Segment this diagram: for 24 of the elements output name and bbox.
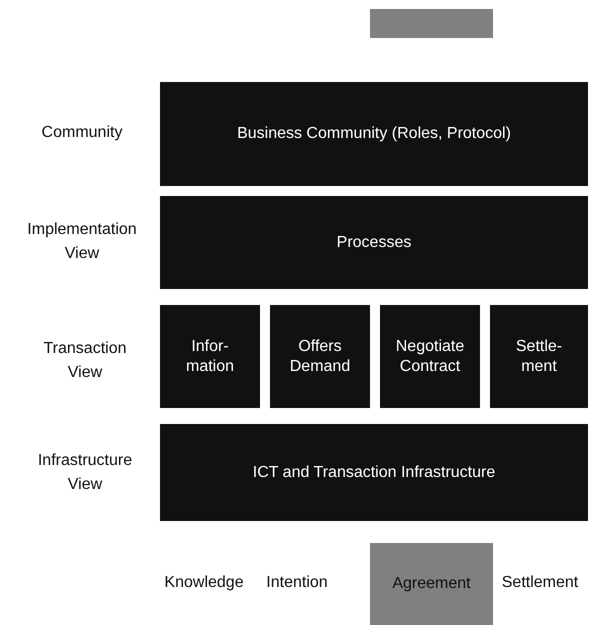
layer-box bbox=[160, 196, 588, 289]
layer-box bbox=[490, 305, 588, 408]
empty-box bbox=[370, 9, 493, 38]
box-label: ICT and Transaction Infrastructure bbox=[252, 462, 496, 482]
box-label: Negotiate Contract bbox=[394, 336, 466, 376]
layer-box bbox=[160, 305, 260, 408]
layer-box bbox=[160, 424, 588, 521]
box-label: Business Community (Roles, Protocol) bbox=[237, 124, 511, 144]
layer-box bbox=[380, 305, 480, 408]
row-label: Community bbox=[40, 123, 124, 143]
row-label: Transaction View bbox=[42, 339, 128, 383]
box-label: Agreement bbox=[392, 574, 471, 594]
layer-box bbox=[160, 82, 588, 186]
phase-label: Intention bbox=[266, 573, 328, 593]
box-label: Processes bbox=[336, 232, 412, 252]
phase-label: Settlement bbox=[502, 573, 578, 593]
box-label: Settle- ment bbox=[514, 336, 564, 376]
box-label: Infor- mation bbox=[184, 336, 236, 376]
row-label: Implementation View bbox=[26, 220, 138, 264]
box-label: Offers Demand bbox=[288, 336, 352, 376]
phase-label: Knowledge bbox=[164, 573, 244, 593]
layer-box bbox=[370, 543, 493, 625]
row-label: Infrastructure View bbox=[36, 451, 134, 495]
layer-box bbox=[270, 305, 370, 408]
